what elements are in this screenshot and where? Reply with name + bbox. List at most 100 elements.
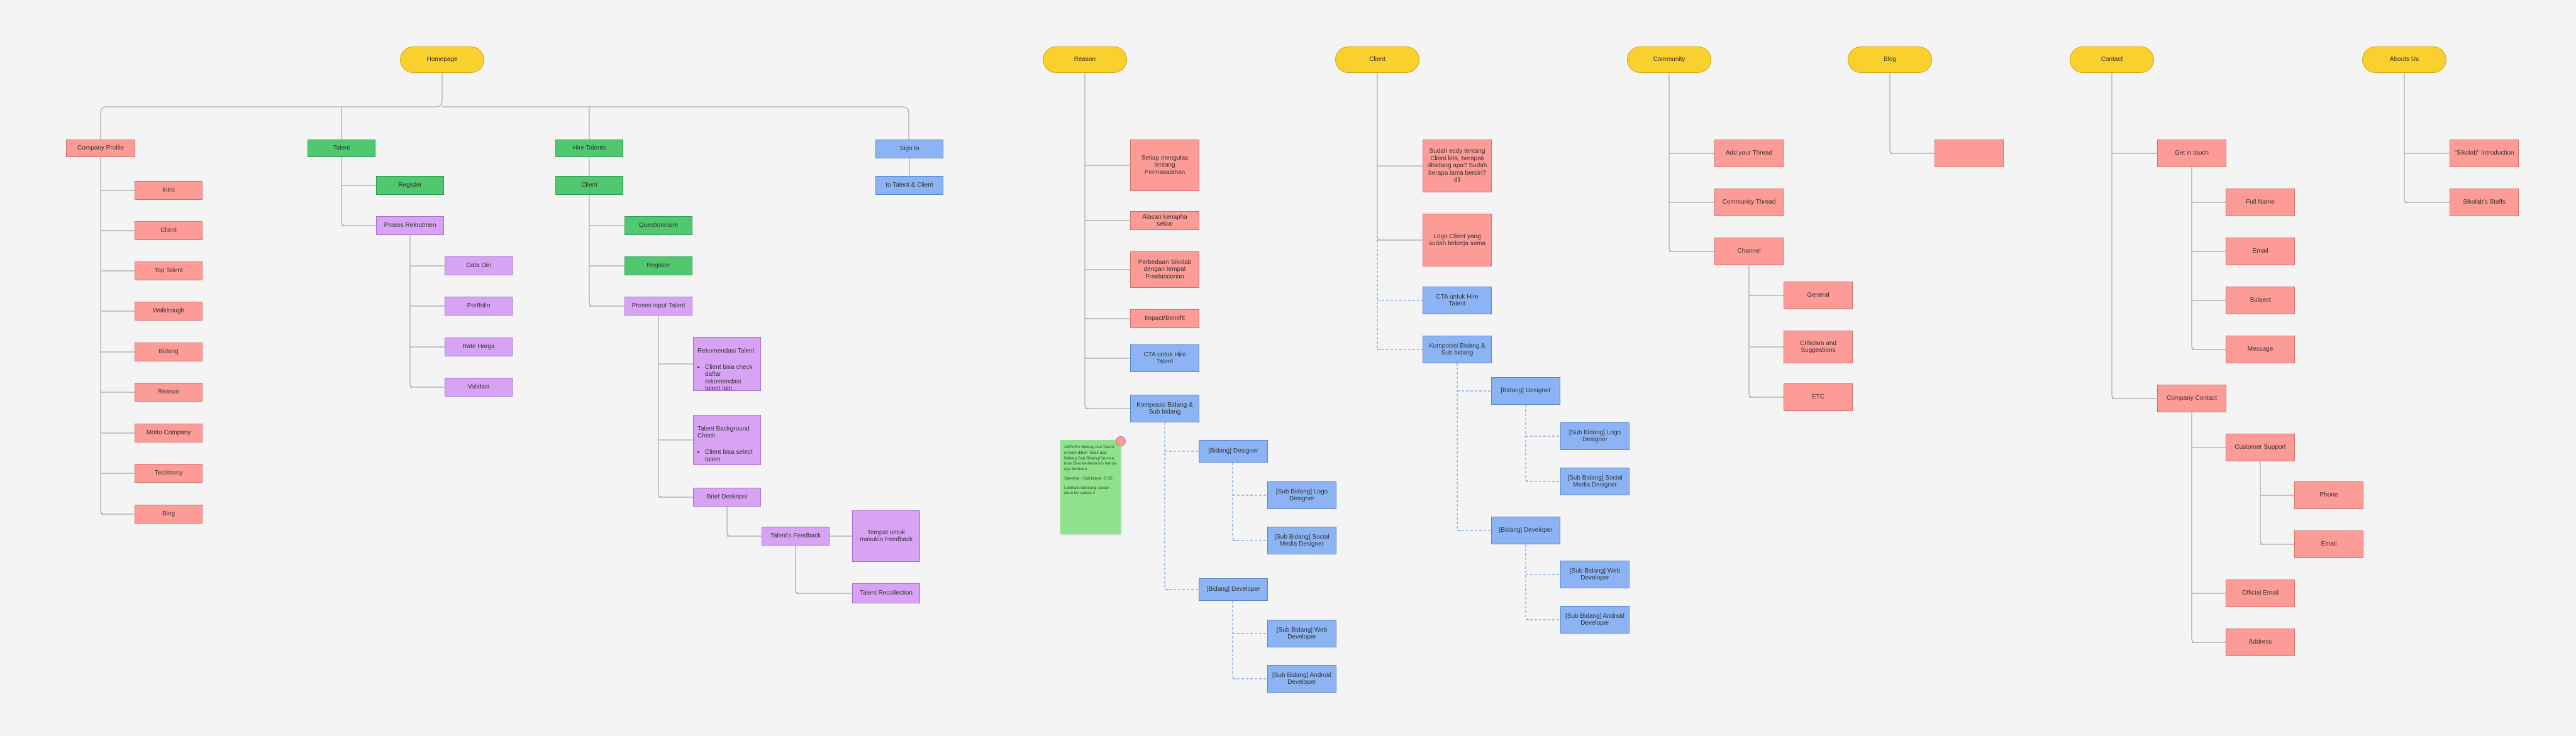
node-reason-komposisi[interactable]: Komposisi Bidang & Sub bidang [1130, 395, 1199, 422]
node-cp-walktrough[interactable]: Walktrough [135, 302, 203, 321]
node-reason-permasalahan[interactable]: Setiap mengulas tentang Permasalahan [1130, 140, 1199, 191]
node-proses-rekrutmen[interactable]: Proses Rekrutmen [376, 216, 444, 235]
node-email-field[interactable]: Email [2226, 238, 2295, 265]
node-company-contact[interactable]: Company Contact [2157, 385, 2226, 412]
connector-line [341, 157, 346, 226]
reaction-dot-icon[interactable] [1116, 436, 1126, 446]
root-client[interactable]: Client [1335, 47, 1419, 73]
node-channel-general[interactable]: General [1784, 282, 1853, 309]
node-reason-social-designer[interactable]: [Sub Bidang] Social Media Designer [1267, 527, 1336, 554]
node-cp-top-talent[interactable]: Top Talent [135, 261, 203, 280]
node-reason-designer[interactable]: [Bidang] Designer [1199, 440, 1268, 463]
node-address[interactable]: Address [2226, 629, 2295, 656]
node-community-thread[interactable]: Community Thread [1714, 189, 1784, 216]
root-community[interactable]: Community [1627, 47, 1711, 73]
node-talent-recollection[interactable]: Talent Recollection [852, 583, 920, 603]
node-official-email[interactable]: Official Email [2226, 579, 2295, 607]
node-full-name[interactable]: Full Name [2226, 189, 2295, 216]
node-cp-intro[interactable]: Intro [135, 181, 203, 200]
node-rekomendasi-talent[interactable]: Rekomendasi Talent Client bisa check daf… [693, 337, 761, 393]
sticky-line-1: ANTARA Bidang dan Talent unsure diberi T… [1064, 445, 1116, 472]
node-client-register[interactable]: Register [625, 256, 692, 275]
node-reason-android-developer[interactable]: [Sub Bidang] Android Developer [1267, 665, 1336, 693]
connector-line [2404, 73, 2409, 203]
rekomendasi-bullet: Client bisa check daftar rekomendasi tal… [705, 364, 757, 393]
node-channel-criticism[interactable]: Criticism and Suggestions [1784, 331, 1853, 363]
node-cp-blog[interactable]: Blog [135, 505, 203, 524]
node-talent-register[interactable]: Register [376, 176, 444, 195]
node-client-about[interactable]: Sudah ecdy tentang Client kita, berapak … [1423, 140, 1492, 192]
connector-line [409, 235, 414, 388]
node-client-logo[interactable]: Logo Client yang sudah bekerja sama [1423, 214, 1492, 266]
sticky-note[interactable]: ANTARA Bidang dan Talent unsure diberi T… [1060, 440, 1121, 534]
node-cp-client[interactable]: Client [135, 221, 203, 240]
node-reason-developer[interactable]: [Bidang] Developer [1199, 578, 1268, 601]
node-message-field[interactable]: Message [2226, 336, 2295, 363]
node-company-profile[interactable]: Company Profile [66, 140, 135, 157]
node-client-social-designer[interactable]: [Sub Bidang] Social Media Designer [1560, 468, 1629, 495]
node-talent-background-check[interactable]: Talent Background Check Client bisa sele… [693, 415, 761, 465]
connector-line [1668, 73, 1674, 252]
node-reason-alasan[interactable]: Alasan kenapha sekiai [1130, 211, 1199, 230]
node-tempat-feedback[interactable]: Tempat untuk masukin Feedback [852, 510, 920, 562]
node-reason-cta[interactable]: CTA untuk Hire Talent [1130, 344, 1199, 372]
rekomendasi-title: Rekomendasi Talent [697, 347, 755, 354]
node-phone[interactable]: Phone [2294, 481, 2363, 509]
node-add-thread[interactable]: Add your Thread [1714, 140, 1784, 167]
node-hire-talents[interactable]: Hire Talents [555, 140, 623, 157]
root-reason[interactable]: Reason [1043, 47, 1127, 73]
node-client-android-developer[interactable]: [Sub Bidang] Android Developer [1560, 606, 1629, 634]
connector-line [100, 73, 443, 140]
node-subject-field[interactable]: Subject [2226, 287, 2295, 314]
node-questionnaire[interactable]: Questionnaire [625, 216, 692, 235]
connector-line [1889, 73, 1894, 154]
node-hire-client[interactable]: Client [555, 176, 623, 195]
node-client-cta[interactable]: CTA untuk Hire Talent [1423, 287, 1492, 314]
node-to-talent-client[interactable]: to Talent & Client [875, 176, 943, 195]
node-validasi[interactable]: Validasi [445, 378, 513, 397]
node-data-diri[interactable]: Data Diri [445, 256, 513, 275]
node-cp-reason[interactable]: Reason [135, 383, 203, 402]
node-cs-email[interactable]: Email [2294, 530, 2363, 558]
node-sikolab-staffs[interactable]: Sikolab's Staffs [2450, 189, 2519, 216]
node-customer-support[interactable]: Customer Support [2226, 434, 2295, 461]
root-contact[interactable]: Contact [2070, 47, 2154, 73]
root-about-us[interactable]: Abouts Us [2362, 47, 2446, 73]
node-reason-impact[interactable]: Impact/Benefit [1130, 309, 1199, 328]
node-sikolab-introduction[interactable]: "Sikolab" Introduction [2450, 140, 2519, 167]
root-blog[interactable]: Blog [1848, 47, 1932, 73]
node-channel-etc[interactable]: ETC [1784, 383, 1853, 411]
connector-line [2260, 461, 2265, 545]
node-portfolio[interactable]: Portfolio [445, 297, 513, 316]
connector-line [1377, 240, 1382, 350]
node-client-logo-designer[interactable]: [Sub Bidang] Logo Designer [1560, 422, 1629, 450]
node-sign-in[interactable]: Sign In [875, 140, 943, 158]
node-reason-perbedaan[interactable]: Perbedaan Sikolab dengan tempat Freelanc… [1130, 251, 1199, 288]
connector-line [589, 195, 594, 307]
node-client-designer[interactable]: [Bidang] Designer [1491, 377, 1560, 405]
node-client-web-developer[interactable]: [Sub Bidang] Web Developer [1560, 561, 1629, 588]
connector-line [726, 507, 731, 537]
node-cp-bidang[interactable]: Bidang [135, 343, 203, 361]
node-reason-web-developer[interactable]: [Sub Bidang] Web Developer [1267, 620, 1336, 647]
node-cp-motto-company[interactable]: Motto Company [135, 424, 203, 442]
node-client-developer[interactable]: [Bidang] Developer [1491, 517, 1560, 544]
node-proses-input-talent[interactable]: Proses input Talent [625, 297, 692, 316]
node-brief-deskripsi[interactable]: Brief Deskripsi [693, 488, 761, 507]
connector-line [2111, 73, 2116, 399]
sticky-line-2: Sanetha - SubTalent: B SE [1064, 476, 1113, 481]
connector-line [1232, 463, 1237, 541]
node-talents-feedback[interactable]: Talent's Feedback [762, 527, 830, 546]
connector-line [2191, 412, 2196, 643]
node-reason-logo-designer[interactable]: [Sub Bidang] Logo Designer [1267, 481, 1336, 509]
node-get-in-touch[interactable]: Get in touch [2157, 140, 2226, 167]
node-talent[interactable]: Talent [308, 140, 375, 157]
node-rate-harga[interactable]: Rate Harga [445, 338, 513, 356]
node-client-komposisi[interactable]: Komposisi Bidang & Sub bidang [1423, 336, 1492, 363]
node-cp-testimony[interactable]: Testimony [135, 464, 203, 483]
node-channel[interactable]: Channel [1714, 238, 1784, 265]
node-blog-placeholder[interactable] [1935, 140, 2004, 167]
connector-line [1525, 544, 1530, 620]
root-homepage[interactable]: Homepage [400, 47, 484, 73]
